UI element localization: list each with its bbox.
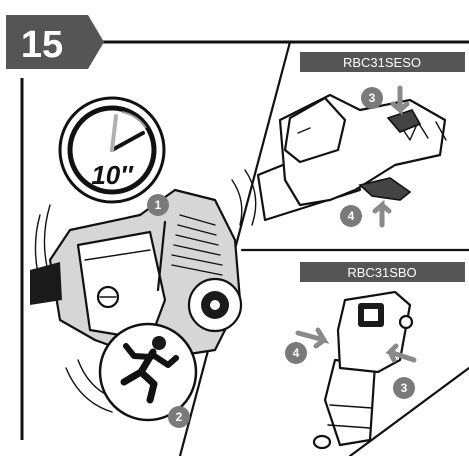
svg-text:3: 3	[369, 91, 376, 105]
callout-4-bottom: 4	[285, 342, 307, 364]
timer-duration: 10″	[91, 160, 134, 190]
arrow-icon	[372, 85, 410, 228]
svg-text:4: 4	[293, 346, 300, 360]
stopwatch-icon: 10″	[58, 96, 166, 204]
svg-text:4: 4	[348, 209, 355, 223]
step-number-badge: 15	[6, 15, 104, 69]
svg-text:3: 3	[401, 381, 408, 395]
model-tag-bottom: RBC31SBO	[300, 262, 465, 282]
svg-text:1: 1	[155, 198, 162, 212]
callout-3-bottom: 3	[393, 377, 415, 399]
svg-text:2: 2	[176, 410, 183, 424]
handle-illustration-top	[256, 93, 447, 222]
arrow-icon	[295, 327, 417, 363]
step-number: 15	[21, 24, 63, 66]
model-name-bottom: RBC31SBO	[347, 265, 416, 280]
model-name-top: RBC31SESO	[343, 55, 421, 70]
callout-2: 2	[168, 406, 190, 428]
running-person-icon	[98, 322, 198, 422]
model-tag-top: RBC31SESO	[300, 52, 465, 72]
engine-illustration	[30, 169, 257, 413]
callout-3-top: 3	[361, 87, 383, 109]
callout-4-top: 4	[340, 205, 362, 227]
callout-1: 1	[147, 194, 169, 216]
handle-illustration-bottom	[312, 290, 414, 450]
